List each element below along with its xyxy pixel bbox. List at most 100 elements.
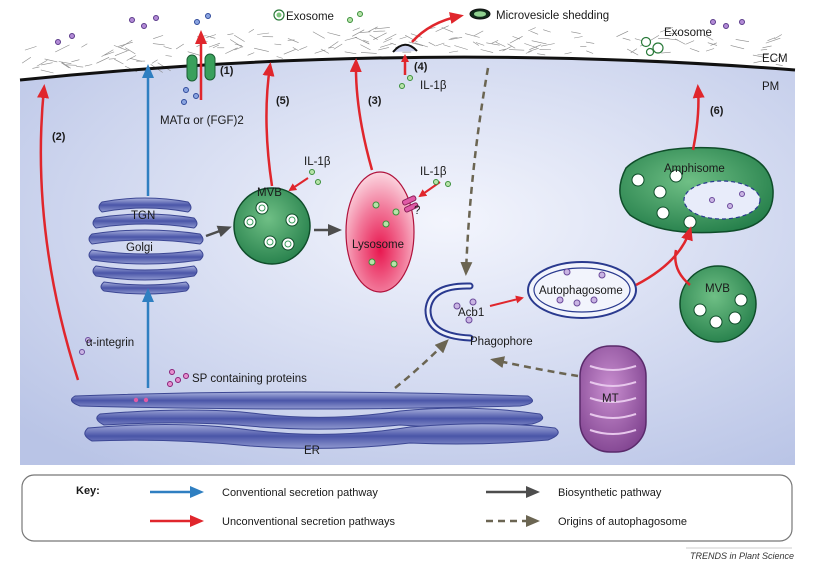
- il1b-label-1: IL-1β: [420, 80, 447, 92]
- key-conventional-label: Conventional secretion pathway: [222, 487, 378, 499]
- ecm-fiber: [706, 49, 714, 52]
- ecm-fiber: [631, 49, 637, 53]
- amphisome-organelle: [620, 148, 773, 233]
- ecm-fiber: [76, 66, 83, 67]
- ecm-fiber: [529, 45, 541, 50]
- ecm-fiber: [327, 33, 340, 36]
- microvesicle-icon: [470, 9, 490, 19]
- ecm-fiber: [234, 35, 244, 42]
- ecm-fiber: [299, 47, 307, 50]
- mvb-organelle: [234, 188, 310, 264]
- ecm-fiber: [731, 45, 745, 48]
- ecm-fiber: [617, 31, 629, 37]
- ecm-fiber: [130, 58, 142, 61]
- ecm-fiber: [415, 43, 428, 47]
- ecm-fiber: [288, 38, 299, 42]
- ecm-fiber: [436, 26, 449, 32]
- ecm-fiber: [230, 40, 242, 48]
- ecm-fiber: [353, 28, 360, 31]
- ecm-fiber: [71, 60, 79, 62]
- ecm-fiber: [368, 27, 377, 32]
- microvesicle-bud: [393, 45, 417, 52]
- mt-label: MT: [602, 393, 619, 405]
- ecm-fiber: [125, 48, 135, 54]
- ecm-fiber: [378, 47, 389, 50]
- ecm-fiber: [360, 45, 370, 50]
- microvesicle-label: Microvesicle shedding: [496, 10, 609, 22]
- ecm-fiber: [623, 38, 631, 40]
- ecm-fiber: [352, 30, 364, 37]
- ecm-fiber: [59, 62, 72, 64]
- ecm-fiber: [373, 33, 386, 40]
- ecm-fiber: [257, 33, 269, 35]
- pathway-3-label: (3): [368, 95, 382, 107]
- ecm-fiber: [380, 43, 393, 47]
- il1b-label-3: IL-1β: [420, 166, 447, 178]
- ecm-fiber: [635, 39, 642, 41]
- key-legend: Key: Conventional secretion pathway Unco…: [22, 475, 792, 541]
- autophagosome-label: Autophagosome: [539, 285, 623, 297]
- acb1-label: Acb1: [458, 307, 484, 319]
- mvb-organelle-2: [680, 266, 756, 342]
- key-autophagosome-label: Origins of autophagosome: [558, 516, 687, 528]
- er-label: ER: [304, 445, 320, 457]
- ecm-fiber: [443, 45, 450, 47]
- pathway-1-label: (1): [220, 65, 234, 77]
- ecm-fiber: [429, 42, 435, 45]
- ecm-fiber: [235, 46, 244, 50]
- ecm-fiber: [509, 50, 524, 51]
- ecm-fiber: [355, 37, 369, 44]
- ecm-fiber: [37, 60, 48, 66]
- ecm-fiber: [586, 42, 594, 43]
- ecm-fiber: [254, 48, 269, 51]
- ecm-fiber: [96, 57, 109, 63]
- ecm-fiber: [476, 43, 484, 46]
- ecm-fiber: [115, 50, 130, 56]
- ecm-fiber: [442, 28, 453, 33]
- exosome-label-2: Exosome: [664, 27, 712, 39]
- ecm-fiber: [375, 27, 390, 29]
- ecm-fiber: [41, 70, 54, 73]
- exosome-label: Exosome: [286, 11, 334, 23]
- phagophore-label: Phagophore: [470, 336, 533, 348]
- ecm-fiber: [345, 52, 357, 54]
- ecm-fiber: [345, 37, 357, 40]
- ecm-fiber: [503, 47, 512, 52]
- ecm-fiber: [81, 44, 87, 47]
- ecm-fiber: [284, 49, 296, 54]
- ecm-fiber: [102, 50, 114, 57]
- key-unconventional-label: Unconventional secretion pathways: [222, 516, 396, 528]
- mvb-label: MVB: [257, 187, 282, 199]
- ecm-fiber: [537, 54, 545, 55]
- ecm-fiber: [574, 37, 583, 39]
- ecm-fiber: [474, 31, 484, 36]
- ecm-fiber: [55, 45, 69, 52]
- ecm-fiber: [360, 32, 371, 33]
- pathway-4-label: (4): [414, 61, 428, 73]
- key-title: Key:: [76, 485, 100, 497]
- exosome-icon: [274, 10, 284, 20]
- il1b-label-2: IL-1β: [304, 156, 331, 168]
- ecm-fiber: [736, 39, 749, 41]
- tgn-label: TGN: [131, 210, 155, 222]
- ecm-fiber: [313, 32, 325, 39]
- lysosome-label: Lysosome: [352, 239, 404, 251]
- ecm-fiber: [22, 57, 31, 63]
- ecm-fiber: [225, 48, 237, 54]
- ecm-fiber: [370, 35, 378, 40]
- credit-text: TRENDS in Plant Science: [690, 551, 794, 561]
- integrin-label: α-integrin: [86, 337, 134, 349]
- ecm-fiber: [66, 65, 77, 66]
- ecm-fiber: [85, 65, 92, 67]
- ecm-fiber: [543, 30, 551, 32]
- ecm-fiber: [188, 52, 200, 56]
- ecm-fiber: [774, 35, 782, 39]
- ecm-fiber: [761, 49, 767, 50]
- ecm-fiber: [109, 59, 116, 60]
- ecm-fiber: [400, 37, 407, 39]
- ecm-fiber: [541, 44, 555, 47]
- pathway-6-label: (6): [710, 105, 724, 117]
- ecm-fiber: [164, 47, 172, 49]
- ecm-fiber: [532, 41, 547, 44]
